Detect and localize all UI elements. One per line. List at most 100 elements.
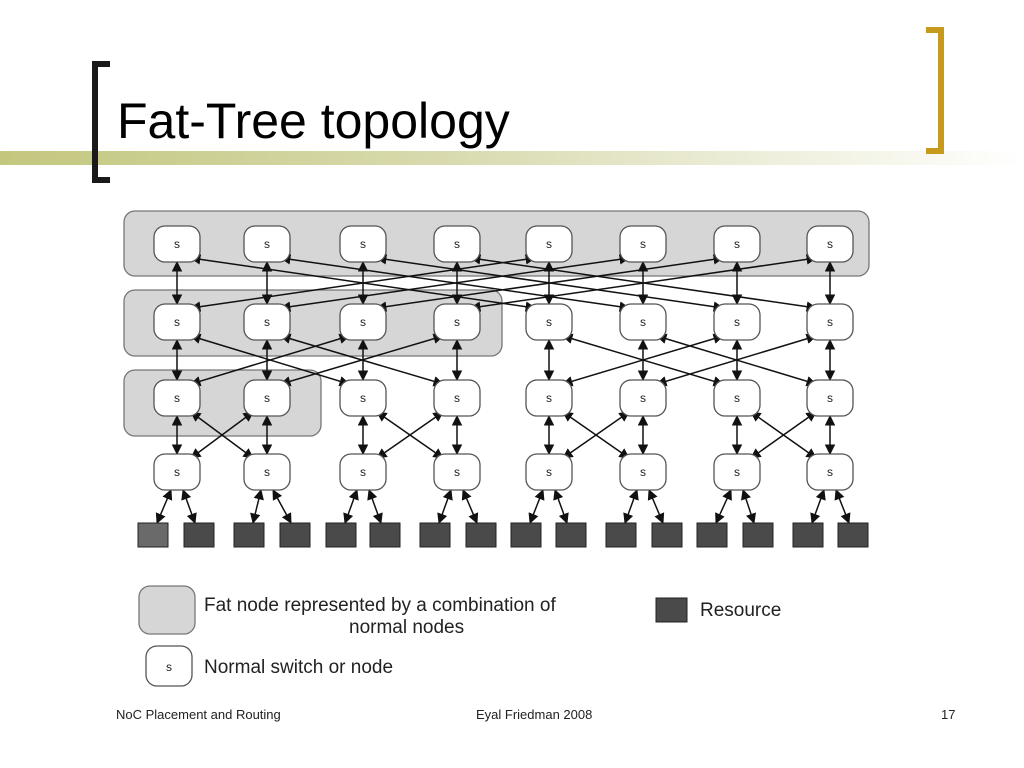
switch-node-l3-6: s bbox=[619, 379, 667, 417]
switch-node-label: s bbox=[360, 465, 366, 479]
resource-block-1 bbox=[137, 522, 169, 548]
switch-node-label: s bbox=[174, 315, 180, 329]
switch-node-box bbox=[525, 453, 573, 491]
resource-block-16 bbox=[837, 522, 869, 548]
link-arrow-53 bbox=[367, 489, 383, 524]
switch-node-l2-5: s bbox=[525, 303, 573, 341]
switch-node-l2-8: s bbox=[806, 303, 854, 341]
resource-block-8 bbox=[465, 522, 497, 548]
switch-node-box bbox=[243, 453, 291, 491]
switch-node-label: s bbox=[640, 391, 646, 405]
switch-node-label: s bbox=[546, 465, 552, 479]
switch-node-l3-1: s bbox=[153, 379, 201, 417]
link-arrow-35 bbox=[190, 411, 254, 459]
resource-block-10 bbox=[555, 522, 587, 548]
switch-node-label: s bbox=[734, 315, 740, 329]
slide-title: Fat-Tree topology bbox=[117, 93, 510, 149]
link-arrow-61 bbox=[741, 489, 756, 524]
switch-node-box bbox=[339, 379, 387, 417]
switch-node-box bbox=[806, 379, 854, 417]
legend-normal-node-text: Normal switch or node bbox=[204, 657, 393, 678]
resource-block-14 bbox=[742, 522, 774, 548]
switch-node-l1-8: s bbox=[806, 225, 854, 263]
switch-node-box bbox=[433, 379, 481, 417]
link-arrow-49 bbox=[181, 489, 197, 524]
switch-node-label: s bbox=[546, 237, 552, 251]
switch-node-l1-6: s bbox=[619, 225, 667, 263]
switch-node-l3-2: s bbox=[243, 379, 291, 417]
resource-block-9 bbox=[510, 522, 542, 548]
switch-node-label: s bbox=[734, 465, 740, 479]
switch-node-box bbox=[619, 303, 667, 341]
switch-node-box bbox=[243, 303, 291, 341]
switch-node-label: s bbox=[827, 465, 833, 479]
switch-node-box bbox=[153, 225, 201, 263]
link-arrow-15 bbox=[469, 254, 818, 312]
switch-node-l2-2: s bbox=[243, 303, 291, 341]
switch-node-l1-4: s bbox=[433, 225, 481, 263]
resource-block-12 bbox=[651, 522, 683, 548]
link-arrow-47 bbox=[750, 411, 817, 459]
legend-fat-node-text-line2: normal nodes bbox=[349, 617, 464, 638]
switch-node-l2-1: s bbox=[153, 303, 201, 341]
resource-block-6 bbox=[369, 522, 401, 548]
switch-node-label: s bbox=[546, 391, 552, 405]
switch-node-l1-7: s bbox=[713, 225, 761, 263]
right-bracket-decoration bbox=[926, 27, 944, 154]
switch-node-box bbox=[243, 225, 291, 263]
link-arrow-62 bbox=[810, 489, 826, 524]
legend-resource-swatch bbox=[655, 597, 688, 623]
link-arrow-23 bbox=[279, 333, 445, 387]
switch-node-l4-2: s bbox=[243, 453, 291, 491]
switch-node-box bbox=[525, 225, 573, 263]
switch-node-l3-8: s bbox=[806, 379, 854, 417]
resource-block-11 bbox=[605, 522, 637, 548]
switch-node-box bbox=[713, 303, 761, 341]
switch-node-label: s bbox=[734, 237, 740, 251]
switch-node-label: s bbox=[264, 465, 270, 479]
switch-node-l1-5: s bbox=[525, 225, 573, 263]
switch-node-l3-7: s bbox=[713, 379, 761, 417]
link-arrow-31 bbox=[655, 333, 818, 387]
switch-node-label: s bbox=[454, 465, 460, 479]
switch-node-label: s bbox=[360, 315, 366, 329]
switch-node-l3-3: s bbox=[339, 379, 387, 417]
link-arrow-60 bbox=[715, 489, 732, 524]
legend-fat-node-swatch bbox=[138, 585, 196, 635]
switch-node-box bbox=[713, 379, 761, 417]
switch-node-label: s bbox=[264, 237, 270, 251]
switch-node-label: s bbox=[264, 391, 270, 405]
switch-node-l2-7: s bbox=[713, 303, 761, 341]
switch-node-box bbox=[433, 453, 481, 491]
link-arrow-39 bbox=[376, 411, 444, 459]
switch-node-l4-5: s bbox=[525, 453, 573, 491]
switch-node-box bbox=[619, 225, 667, 263]
switch-node-l1-3: s bbox=[339, 225, 387, 263]
footer-presentation-title: NoC Placement and Routing bbox=[116, 707, 281, 722]
switch-node-l2-6: s bbox=[619, 303, 667, 341]
link-arrow-52 bbox=[343, 489, 359, 524]
switch-node-label: s bbox=[454, 315, 460, 329]
switch-node-label: s bbox=[640, 315, 646, 329]
switch-node-label: s bbox=[827, 315, 833, 329]
switch-node-box bbox=[713, 453, 761, 491]
link-arrow-57 bbox=[553, 489, 569, 524]
switch-node-box bbox=[153, 453, 201, 491]
link-arrow-43 bbox=[562, 411, 630, 459]
legend: Fat node represented by a combination of… bbox=[138, 585, 781, 687]
switch-node-box bbox=[525, 379, 573, 417]
switch-node-l4-4: s bbox=[433, 453, 481, 491]
switch-node-label: s bbox=[734, 391, 740, 405]
resource-blocks bbox=[137, 522, 869, 548]
resource-block-2 bbox=[183, 522, 215, 548]
title-underline-rule bbox=[0, 151, 1024, 165]
switch-node-label: s bbox=[640, 237, 646, 251]
switch-node-box bbox=[339, 303, 387, 341]
footer-author: Eyal Friedman 2008 bbox=[476, 707, 593, 722]
link-arrow-63 bbox=[834, 489, 851, 524]
switch-node-l3-4: s bbox=[433, 379, 481, 417]
switch-node-box bbox=[619, 453, 667, 491]
switch-node-box bbox=[619, 379, 667, 417]
switch-node-box bbox=[806, 303, 854, 341]
